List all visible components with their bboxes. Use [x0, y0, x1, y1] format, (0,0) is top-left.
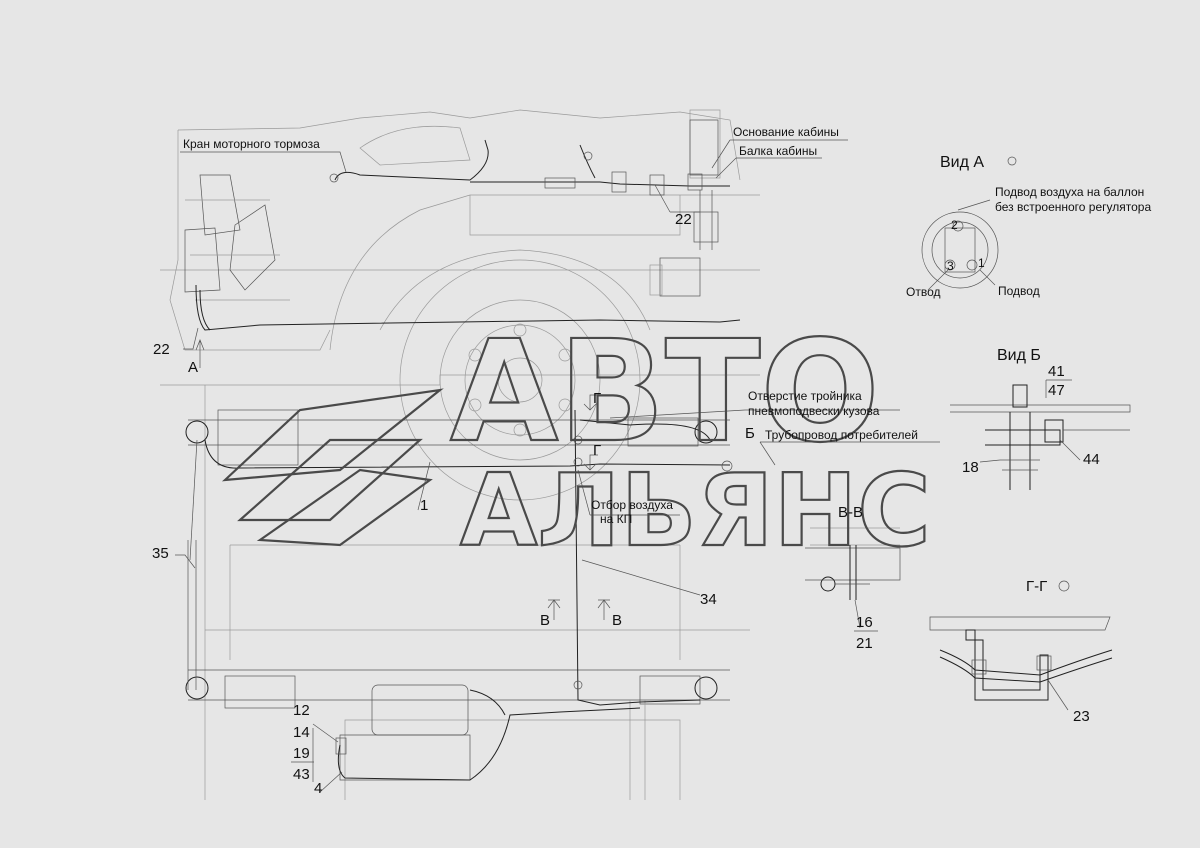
pos-23: 23 [1073, 708, 1090, 725]
pos-14: 14 [293, 724, 310, 741]
leader-lines [175, 139, 1081, 793]
label-air-take-2: на КП [600, 512, 632, 526]
mark-v-left: В [540, 612, 550, 629]
callout-labels: Кран моторного тормоза Основание кабины … [183, 125, 1151, 629]
label-air-supply-balloon-2: без встроенного регулятора [995, 200, 1151, 214]
pos-4: 4 [314, 780, 322, 797]
mark-g-bottom: Г [593, 442, 601, 459]
watermark-line-1: АВТО [450, 311, 880, 474]
section-gg-rotation-icon [1058, 580, 1070, 592]
label-section-gg: Г-Г [1026, 578, 1047, 595]
rear-wheel [399, 259, 641, 501]
mark-a: А [188, 359, 198, 376]
side-view-outline [160, 109, 760, 386]
label-cab-beam: Балка кабины [739, 144, 817, 158]
pos-41: 41 [1048, 363, 1065, 380]
pos-44: 44 [1083, 451, 1100, 468]
label-view-b: Вид Б [997, 347, 1041, 364]
mark-b: Б [745, 425, 755, 442]
label-consumer-pipeline: Трубопровод потребителей [765, 428, 918, 442]
label-air-supply-balloon-1: Подвод воздуха на баллон [995, 185, 1144, 199]
side-view-air-lines [195, 139, 741, 331]
pos-22-left: 22 [153, 341, 170, 358]
pos-1: 1 [420, 497, 428, 514]
label-outlet: Отвод [906, 285, 940, 299]
pos-19: 19 [293, 745, 310, 762]
label-inlet: Подвод [998, 284, 1040, 298]
pos-21: 21 [856, 635, 873, 652]
pos-22-top: 22 [675, 211, 692, 228]
view-a-port-3: 3 [947, 259, 954, 273]
label-air-take-1: Отбор воздуха [591, 498, 673, 512]
label-tee-hole-2: пневмоподвески кузова [748, 404, 880, 418]
view-b-detail [950, 384, 1131, 490]
section-vv-detail [805, 527, 901, 600]
view-a-detail [921, 199, 999, 291]
label-engine-brake-valve: Кран моторного тормоза [183, 137, 320, 151]
label-section-vv: В-В [838, 504, 863, 521]
pos-18: 18 [962, 459, 979, 476]
label-tee-hole-1: Отверстие тройника [748, 389, 862, 403]
position-numbers: 22 22 1 35 34 41 47 18 44 16 21 23 12 14… [152, 211, 1100, 797]
section-gg-detail [929, 616, 1113, 701]
pos-35: 35 [152, 545, 169, 562]
pos-34: 34 [700, 591, 717, 608]
label-view-a: Вид А [940, 154, 984, 171]
view-a-rotation-icon [1007, 156, 1017, 166]
label-cab-base: Основание кабины [733, 125, 839, 139]
pos-43: 43 [293, 766, 310, 783]
watermark-line-2: АЛЬЯНС [460, 452, 931, 569]
pos-12: 12 [293, 702, 310, 719]
mark-g-top: Г [593, 390, 601, 407]
mark-v-right: В [612, 612, 622, 629]
plan-view-air-lines [204, 409, 733, 781]
watermark-logo: АВТО АЛЬЯНС [221, 310, 932, 570]
pos-16: 16 [856, 614, 873, 631]
view-a-port-1: 1 [978, 256, 985, 270]
view-a-port-2: 2 [951, 218, 958, 232]
frame-plan-view [185, 385, 750, 800]
pos-47: 47 [1048, 382, 1065, 399]
